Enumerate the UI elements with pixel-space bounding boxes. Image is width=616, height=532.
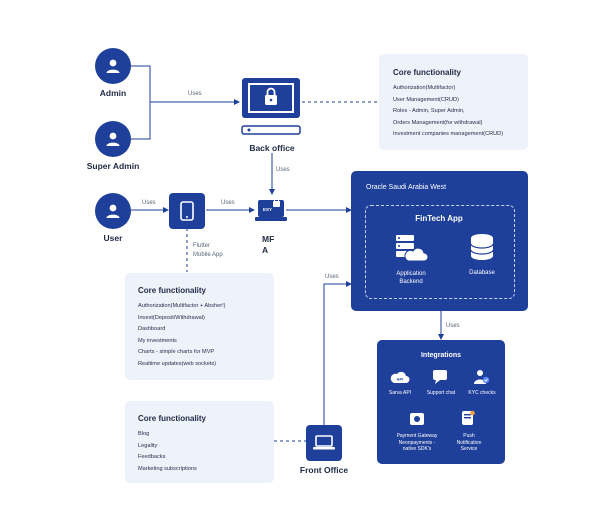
mobile-item: Invest(Deposit/Withdrawal) [138, 314, 205, 321]
smartphone-icon [180, 201, 194, 221]
notification-icon [462, 410, 475, 425]
back-office-item: Roles - Admin, Super Admin, [393, 108, 465, 115]
super-admin-label: Super Admin [86, 161, 140, 171]
integrations-title: Integrations [420, 352, 462, 359]
edge-front-cloud [323, 281, 352, 425]
database-label: Database [469, 270, 495, 276]
application-backend-icon [396, 235, 428, 262]
front-office-label: Front Office [299, 465, 349, 475]
edge-label-backoffice-uses: Uses [276, 167, 290, 173]
chat-icon [433, 370, 447, 384]
mfa-label-line2: A [262, 245, 269, 255]
front-panel-title: Core functionality [138, 414, 207, 423]
mfa-laptop-lock-icon [255, 197, 287, 221]
svg-text:API: API [397, 377, 404, 382]
api-icon: API [390, 371, 410, 383]
payment-icon [410, 413, 424, 425]
mobile-item: Dashboard [138, 326, 166, 333]
front-office-node [306, 425, 342, 461]
front-office-functionality-panel: Core functionality Blog Legality Feedbac… [125, 401, 274, 483]
fintech-app-group [365, 205, 515, 299]
integration-label-push-notification: Push Notification Service [456, 433, 482, 452]
user-label: User [103, 233, 123, 243]
user-avatar-icon [95, 193, 131, 229]
fintech-app-title: FinTech App [415, 214, 463, 223]
database-icon [470, 234, 494, 260]
back-office-item: Investment companies management(CRUD) [393, 131, 504, 138]
edge-label-cloud-uses: Uses [446, 323, 460, 329]
mobile-functionality-panel: Core functionality Authorization(Multifa… [125, 273, 274, 380]
laptop-icon [313, 435, 335, 450]
back-office-item: Authorization(Multifactor) [393, 85, 456, 91]
flutter-mobile-app-label: Flutter Mobile App [193, 243, 223, 258]
back-office-panel-title: Core functionality [393, 68, 462, 77]
oracle-cloud-region: Oracle Saudi Arabia West FinTech App App… [351, 171, 528, 311]
integration-label-kyc-checks: KYC checks [468, 390, 496, 396]
integration-label-payment-gateway: Payment Gateway Neonpayments - native SD… [396, 433, 438, 452]
back-office-functionality-panel: Core functionality Authorization(Multifa… [379, 54, 528, 150]
edge-label-admin-uses: Uses [188, 91, 202, 97]
mobile-item: Authorization(Multifactor + Absher!) [138, 303, 226, 309]
mobile-app-node [169, 193, 205, 229]
front-item: Marketing subscriptions [138, 465, 197, 472]
mobile-item: Charts - simple charts for MVP [138, 349, 215, 356]
edge-label-front-uses: Uses [325, 274, 339, 280]
front-item: Blog [138, 431, 150, 437]
integrations-box: Integrations API Sarva API Support chat … [377, 340, 505, 464]
back-office-label: Back office [249, 143, 295, 153]
user-check-icon [474, 370, 490, 384]
admin-label: Admin [99, 88, 127, 98]
mfa-node: ESY [255, 197, 287, 229]
mfa-label-line1: MF [262, 234, 275, 244]
mobile-item: My investments [138, 337, 177, 344]
back-office-monitor-icon [240, 76, 302, 143]
region-title: Oracle Saudi Arabia West [366, 184, 447, 191]
edge-admin [131, 65, 151, 140]
mfa-badge: ESY [263, 207, 273, 212]
mobile-item: Realtime updates(web sockets) [138, 360, 217, 367]
mobile-panel-title: Core functionality [138, 286, 207, 295]
front-item: Feedbacks [138, 454, 166, 461]
front-item: Legality [138, 442, 158, 449]
application-backend-label: Application Backend [396, 271, 426, 285]
integration-label-support-chat: Support chat [426, 390, 456, 396]
back-office-item: User Management(CRUD) [393, 96, 459, 103]
edge-label-app-uses: Uses [221, 200, 235, 206]
super-admin-avatar-icon [95, 121, 131, 157]
admin-avatar-icon [95, 48, 131, 84]
integration-label-sarva-api: Sarva API [388, 390, 412, 396]
edge-label-user-uses: Uses [142, 200, 156, 206]
back-office-item: Orders Management(for withdrawal) [393, 119, 483, 126]
